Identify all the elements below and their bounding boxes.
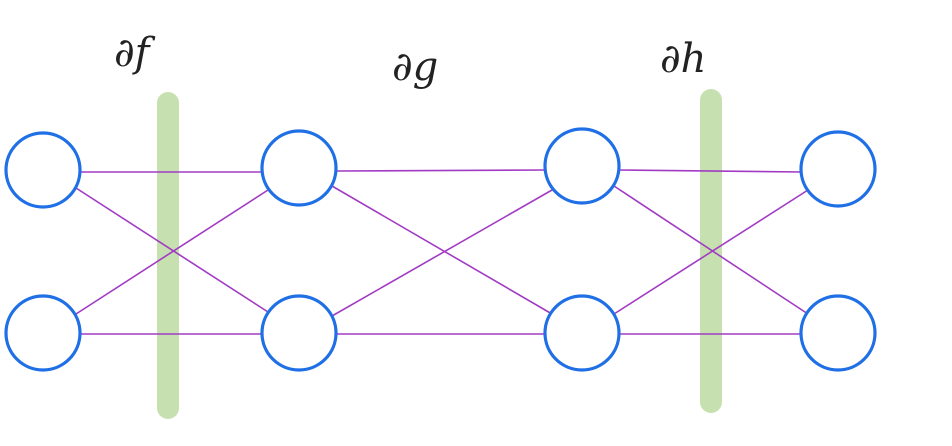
edge-l2a-l3a: [335, 169, 547, 172]
edge-l1b-l2a: [75, 189, 269, 315]
edge-l3a-l4b: [613, 185, 809, 315]
edge-l1a-l2b: [75, 187, 269, 313]
edge-l2b-l3a: [331, 189, 553, 317]
node-layer1-bottom: [4, 294, 82, 372]
node-layer2-top: [260, 129, 338, 207]
edge-l3b-l4a: [613, 189, 809, 315]
label-partial-h: ∂h: [660, 36, 706, 82]
label-partial-g: ∂g: [392, 44, 438, 90]
node-layer2-bottom: [260, 294, 338, 372]
label-partial-f: ∂f: [114, 30, 156, 76]
node-layer3-top: [543, 127, 621, 205]
node-layer4-top: [799, 130, 877, 208]
node-layer1-top: [4, 131, 82, 209]
node-layer4-bottom: [799, 294, 877, 372]
edge-l3a-l4a: [617, 169, 803, 173]
edge-l2a-l3b: [331, 185, 553, 315]
node-layer3-bottom: [543, 294, 621, 372]
